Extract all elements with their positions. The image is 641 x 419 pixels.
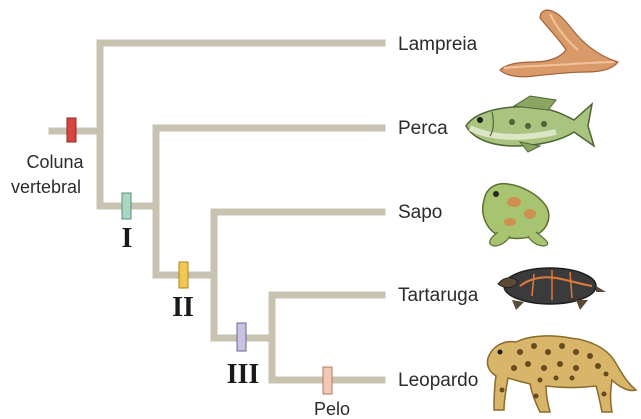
frog-image (483, 184, 549, 246)
node-III-label: III (227, 359, 260, 390)
trait-markers (67, 118, 332, 394)
hair-marker (323, 367, 332, 394)
node-III-marker (237, 323, 246, 351)
node-I-marker (122, 193, 131, 219)
vertebral-column-label-line1: Coluna (26, 152, 84, 172)
taxon-label-tartaruga: Tartaruga (398, 285, 479, 306)
hair-label: Pelo (314, 399, 350, 419)
node-II-label: II (172, 292, 194, 323)
taxon-label-perca: Perca (398, 118, 448, 139)
vertebral-column-label-line2: vertebral (11, 177, 81, 197)
tree-branches (52, 43, 382, 380)
leopard-image (487, 336, 636, 412)
turtle-image (498, 268, 606, 310)
node-II-marker (179, 262, 188, 288)
taxon-label-lampreia: Lampreia (398, 34, 478, 55)
taxon-label-leopardo: Leopardo (398, 370, 478, 391)
vertebral-column-marker (67, 118, 76, 142)
lamprey-image (500, 10, 618, 77)
taxon-label-sapo: Sapo (398, 202, 442, 223)
fish-image (466, 96, 594, 152)
node-I-label: I (122, 223, 133, 254)
